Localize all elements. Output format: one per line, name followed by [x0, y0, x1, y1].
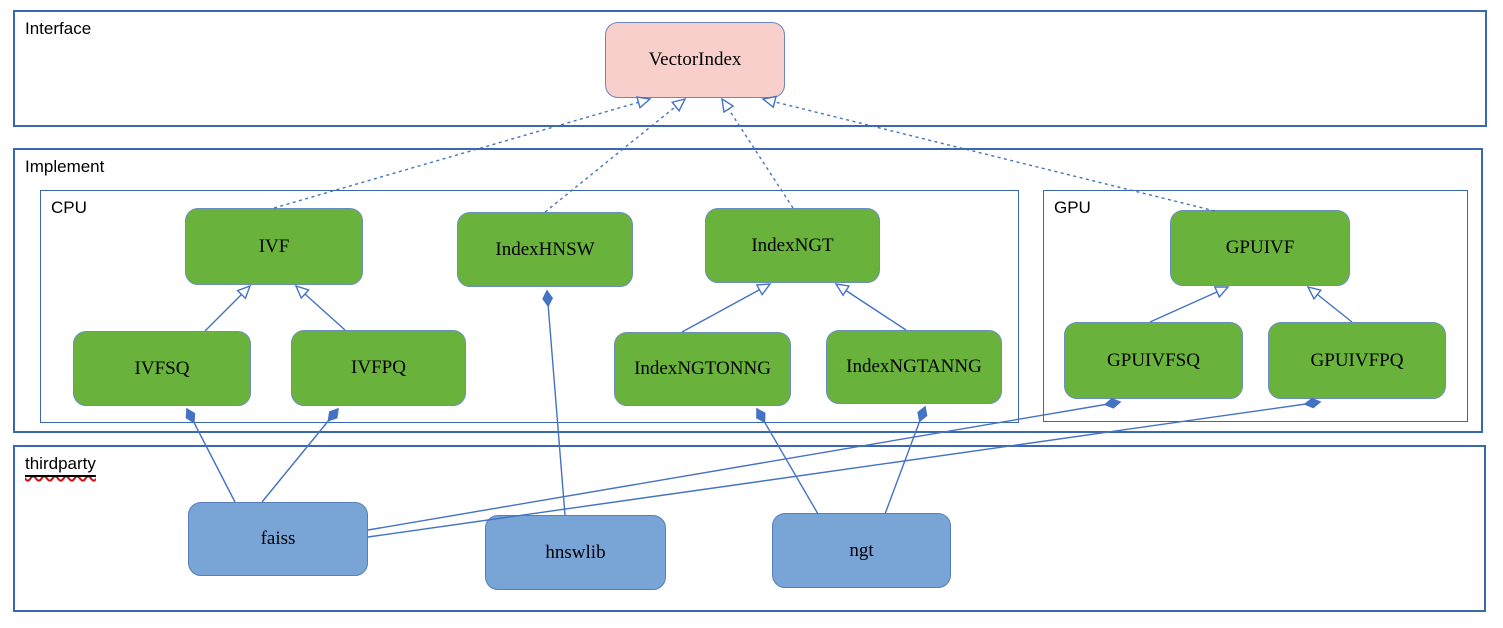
node-label-IVFPQ: IVFPQ: [351, 357, 406, 378]
node-IndexHNSW[interactable]: IndexHNSW: [457, 212, 633, 287]
node-label-GPUIVFPQ: GPUIVFPQ: [1310, 349, 1404, 371]
node-hnswlib[interactable]: hnswlib: [485, 515, 666, 590]
node-IVFSQ[interactable]: IVFSQ: [73, 331, 251, 406]
node-label-faiss: faiss: [260, 528, 296, 549]
node-ngt[interactable]: ngt: [772, 513, 951, 588]
container-label-cpu: CPU: [51, 198, 87, 217]
node-label-IndexNGTANNG: IndexNGTANNG: [846, 356, 982, 377]
container-label-squiggle-thirdparty: thirdparty: [25, 454, 96, 474]
node-label-IndexHNSW: IndexHNSW: [495, 238, 595, 260]
node-label-IndexNGT: IndexNGT: [751, 234, 834, 256]
node-GPUIVFPQ[interactable]: GPUIVFPQ: [1268, 322, 1446, 399]
container-label-thirdparty: thirdparty: [25, 454, 96, 473]
node-IVFPQ[interactable]: IVFPQ: [291, 330, 466, 406]
node-label-GPUIVFSQ: GPUIVFSQ: [1107, 349, 1200, 371]
node-IVF[interactable]: IVF: [185, 208, 363, 285]
node-label-ngt: ngt: [849, 539, 874, 561]
node-VectorIndex[interactable]: VectorIndex: [605, 22, 785, 98]
node-IndexNGTANNG[interactable]: IndexNGTANNG: [826, 330, 1002, 404]
node-GPUIVFSQ[interactable]: GPUIVFSQ: [1064, 322, 1243, 399]
node-IndexNGTONNG[interactable]: IndexNGTONNG: [614, 332, 791, 406]
node-faiss[interactable]: faiss: [188, 502, 368, 576]
node-label-IndexNGTONNG: IndexNGTONNG: [634, 358, 771, 379]
node-label-IVFSQ: IVFSQ: [134, 357, 190, 379]
container-label-implement: Implement: [25, 157, 105, 176]
node-label-IVF: IVF: [258, 235, 290, 257]
container-label-gpu: GPU: [1054, 198, 1091, 217]
node-label-hnswlib: hnswlib: [545, 541, 606, 563]
node-GPUIVF[interactable]: GPUIVF: [1170, 210, 1350, 286]
node-IndexNGT[interactable]: IndexNGT: [705, 208, 880, 283]
node-label-GPUIVF: GPUIVF: [1225, 237, 1295, 258]
node-label-VectorIndex: VectorIndex: [648, 49, 742, 70]
container-label-interface: Interface: [25, 19, 92, 38]
